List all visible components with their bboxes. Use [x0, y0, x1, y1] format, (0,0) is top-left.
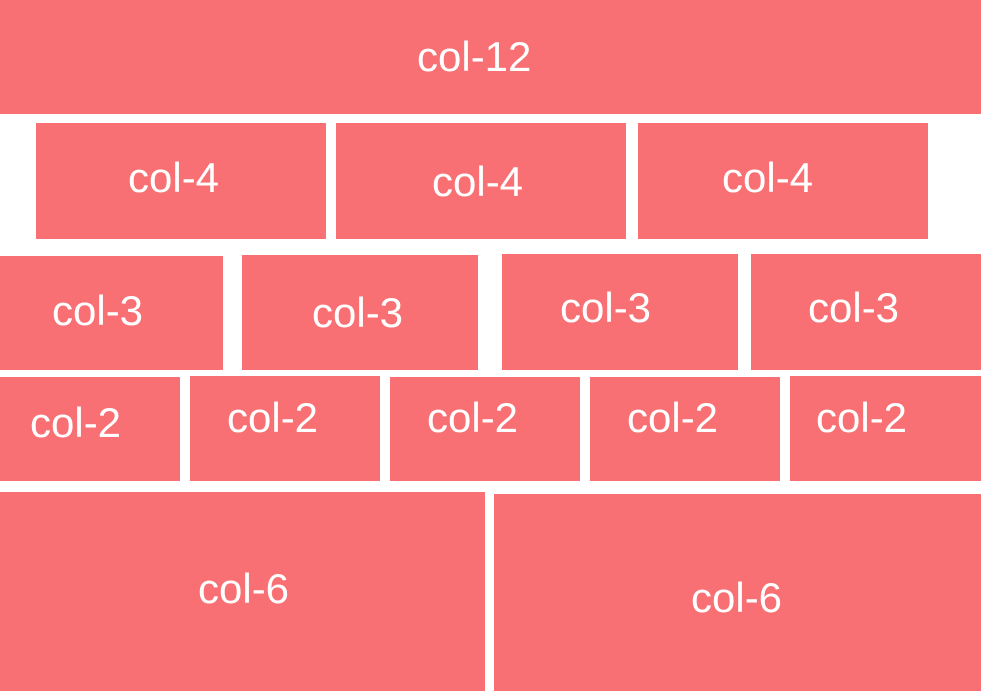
col-6-block: col-6: [494, 494, 981, 691]
col-2-block: col-2: [590, 377, 780, 481]
col-3-label: col-3: [52, 287, 144, 334]
col-4-label: col-4: [128, 154, 220, 201]
col-4-block: col-4: [36, 123, 326, 239]
col-2-label: col-2: [227, 394, 319, 441]
col-6-label: col-6: [198, 565, 290, 612]
col-4-label: col-4: [432, 158, 524, 205]
col-12-label: col-12: [417, 33, 532, 80]
col-4-label: col-4: [722, 154, 814, 201]
col-2-label: col-2: [816, 394, 908, 441]
col-3-block: col-3: [0, 256, 223, 370]
col-3-label: col-3: [312, 289, 404, 336]
col-2-block: col-2: [190, 376, 380, 481]
col-6-block: col-6: [0, 492, 485, 691]
col-2-label: col-2: [427, 394, 519, 441]
col-2-block: col-2: [0, 377, 180, 481]
col-3-block: col-3: [502, 254, 738, 370]
col-3-block: col-3: [242, 255, 478, 370]
col-12-block: col-12: [0, 0, 981, 114]
col-4-block: col-4: [336, 123, 626, 239]
col-3-label: col-3: [560, 284, 652, 331]
col-4-block: col-4: [638, 123, 928, 239]
col-3-label: col-3: [808, 284, 900, 331]
col-6-label: col-6: [691, 574, 783, 621]
col-2-label: col-2: [627, 394, 719, 441]
col-3-block: col-3: [751, 254, 981, 370]
col-2-block: col-2: [390, 377, 580, 481]
col-2-block: col-2: [790, 376, 981, 481]
col-2-label: col-2: [30, 399, 122, 446]
